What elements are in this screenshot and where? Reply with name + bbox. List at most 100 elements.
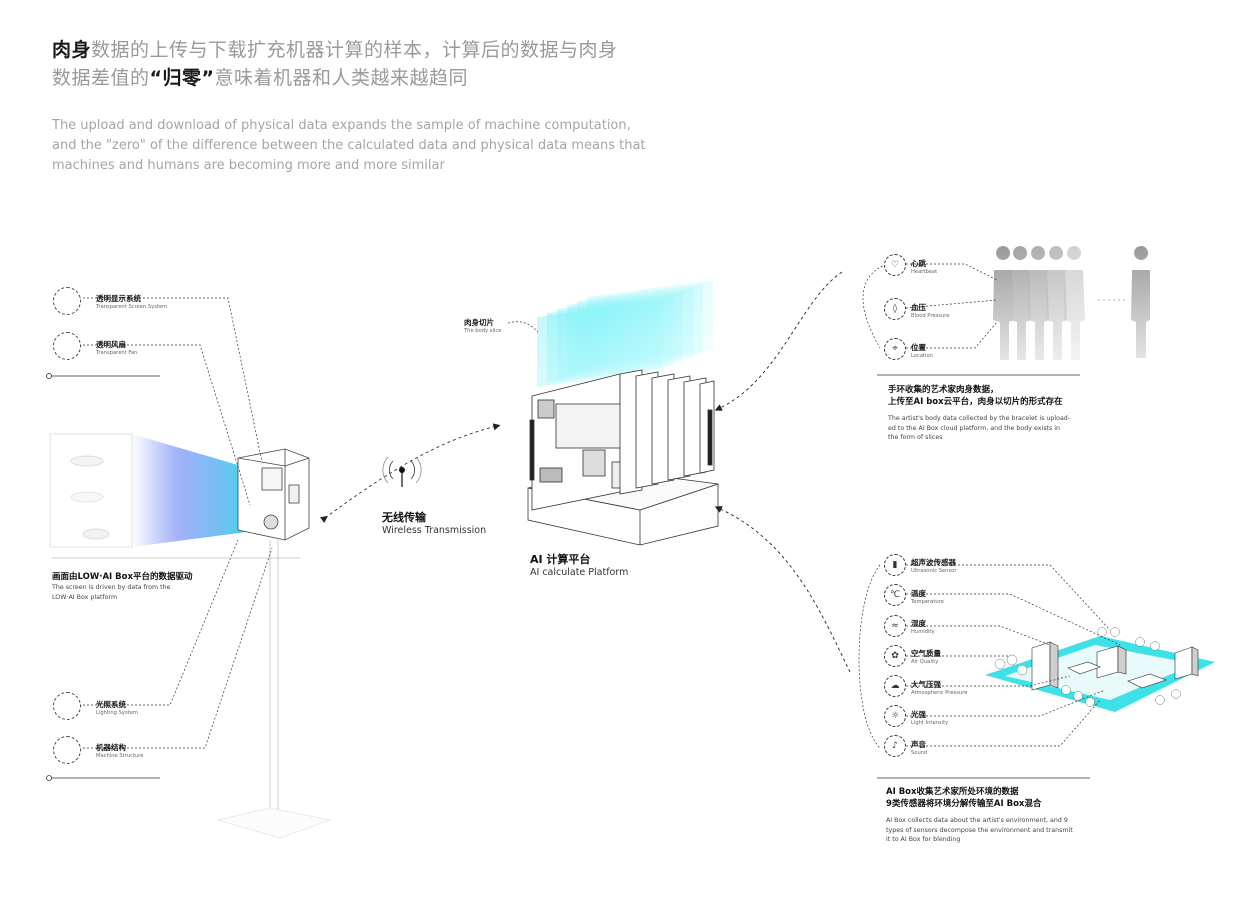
label-transparent-screen: 透明显示系统 Transparent Screen System	[96, 293, 167, 310]
platform-label: AI 计算平台 AI calculate Platform	[530, 551, 628, 578]
light-icon: ☼	[884, 705, 906, 727]
caption-en-2: types of sensors decompose the environme…	[886, 826, 1073, 834]
highlight-text: 肉身	[52, 39, 92, 61]
caption-cn-2: 上传至AI box云平台，肉身以切片的形式存在	[888, 397, 1063, 407]
label-cn: 机器结构	[96, 743, 126, 752]
label-en: Sound	[911, 750, 928, 756]
label-sound: 声音 Sound	[911, 739, 927, 756]
label-cn: 空气质量	[911, 649, 941, 658]
location-pin-icon: ⌖	[884, 338, 906, 360]
label-en: Heartbeat	[911, 269, 938, 275]
label-en: Ultrasonic Sensor	[911, 568, 957, 574]
slice-en: The body slice	[464, 328, 502, 334]
label-heartbeat: 心跳 Heartbeat	[911, 258, 937, 275]
ultrasonic-sensor-icon: ▮	[884, 554, 906, 576]
label-blood-pressure: 血压 Blood Pressure	[911, 302, 949, 319]
caption-cn: 画面由LOW·AI Box平台的数据驱动	[52, 572, 193, 582]
label-air-quality: 空气质量 Air Quality	[911, 648, 941, 665]
kiosk-machine	[216, 448, 332, 839]
label-pressure: 大气压强 Atmospheric Pressure	[911, 679, 967, 696]
label-cn: 光强	[911, 710, 926, 719]
header-en-line2: and the "zero" of the difference between…	[52, 138, 646, 153]
caption-cn-2: 9类传感器将环境分解传输至AI Box混合	[886, 799, 1042, 809]
wireless-label: 无线传输 Wireless Transmission	[382, 509, 486, 536]
label-location: 位置 Location	[911, 342, 933, 359]
label-cn: 大气压强	[911, 680, 941, 689]
header-en: The upload and download of physical data…	[52, 116, 652, 176]
caption-cn-1: 手环收集的艺术家肉身数据，	[888, 385, 999, 395]
wireless-cn: 无线传输	[382, 511, 426, 524]
air-quality-icon: ✿	[884, 645, 906, 667]
label-en: Blood Pressure	[911, 313, 950, 319]
label-machine-structure: 机器结构 Machine Structure	[96, 742, 144, 759]
label-en: Humidity	[911, 629, 935, 635]
ai-box	[527, 369, 719, 546]
label-lighting: 光照系统 Lighting System	[96, 699, 138, 716]
label-en: Transparent Fan	[96, 350, 138, 356]
label-en: Transparent Screen System	[96, 304, 168, 310]
pressure-icon: ☁	[884, 675, 906, 697]
person-silhouettes	[993, 246, 1150, 360]
label-transparent-fan: 透明风扇 Transparent Fan	[96, 339, 137, 356]
label-en: Air Quality	[911, 659, 939, 665]
antenna-icon	[382, 456, 422, 487]
label-cn: 透明风扇	[96, 340, 126, 349]
environment-city	[985, 627, 1215, 712]
fan-icon	[53, 332, 81, 360]
header-en-line1: The upload and download of physical data…	[52, 118, 631, 133]
wireless-en: Wireless Transmission	[382, 525, 487, 536]
drop-icon: ◊	[884, 298, 906, 320]
label-cn: 超声波传感器	[911, 558, 956, 567]
label-en: Light Intensity	[911, 720, 949, 726]
slice-label: 肉身切片 The body slice	[464, 317, 501, 334]
caption-en-1: The artist's body data collected by the …	[888, 415, 1071, 422]
highlight-zero: “归零”	[149, 67, 215, 89]
label-humidity: 湿度 Humidity	[911, 618, 935, 635]
header-cn-line1: 数据的上传与下载扩充机器计算的样本，计算后的数据与肉身	[91, 39, 618, 61]
header-cn-line2a: 数据差值的	[52, 67, 150, 89]
header-cn-line2b: 意味着机器和人类越来越趋同	[214, 67, 469, 89]
header-cn: 肉身数据的上传与下载扩充机器计算的样本，计算后的数据与肉身 数据差值的“归零”意…	[52, 36, 618, 92]
projection-screen	[49, 433, 133, 548]
platform-en: AI calculate Platform	[530, 567, 629, 578]
caption-en-3: it to AI Box for blending	[886, 836, 961, 843]
label-light: 光强 Light Intensity	[911, 709, 948, 726]
body-slices	[537, 280, 713, 387]
projection-beam	[132, 434, 262, 547]
caption-cn-1: AI Box收集艺术家所处环境的数据	[886, 787, 1019, 797]
caption-en-2: ed to the AI Box cloud platform, and the…	[888, 424, 1060, 432]
environment-data-link	[714, 506, 851, 673]
label-en: Atmospheric Pressure	[911, 690, 968, 696]
platform-cn: AI 计算平台	[530, 553, 591, 566]
lighting-icon	[53, 692, 81, 720]
label-en: Lighting System	[96, 710, 138, 716]
label-ultrasonic: 超声波传感器 Ultrasonic Sensor	[911, 557, 956, 574]
label-cn: 声音	[911, 740, 926, 749]
left-caption: 画面由LOW·AI Box平台的数据驱动 The screen is drive…	[52, 571, 192, 602]
machine-structure-icon	[53, 736, 81, 764]
header-en-line3: machines and humans are becoming more an…	[52, 158, 445, 173]
label-cn: 温度	[911, 589, 926, 598]
label-cn: 光照系统	[96, 700, 126, 709]
label-temperature: 温度 Temperature	[911, 588, 944, 605]
label-en: Machine Structure	[96, 753, 144, 759]
label-cn: 心跳	[911, 259, 926, 268]
humidity-icon: ≈	[884, 615, 906, 637]
heart-icon: ♡	[884, 254, 906, 276]
body-data-link	[714, 271, 843, 411]
label-en: Location	[911, 353, 933, 359]
label-en: Temperature	[911, 599, 944, 605]
transparent-screen-icon	[53, 287, 81, 315]
sound-icon: ♪	[884, 735, 906, 757]
label-cn: 血压	[911, 303, 926, 312]
caption-en-1: The screen is driven by data from the	[52, 584, 171, 591]
right-top-caption: 手环收集的艺术家肉身数据， 上传至AI box云平台，肉身以切片的形式存在 Th…	[888, 384, 1070, 443]
thermometer-icon: ℃	[884, 584, 906, 606]
caption-en-3: the form of slices	[888, 434, 943, 441]
caption-en-2: LOW·AI Box platform	[52, 593, 118, 601]
wireless-link	[319, 423, 501, 524]
caption-en-1: AI Box collects data about the artist's …	[886, 817, 1068, 824]
label-cn: 位置	[911, 343, 926, 352]
label-cn: 透明显示系统	[96, 294, 141, 303]
